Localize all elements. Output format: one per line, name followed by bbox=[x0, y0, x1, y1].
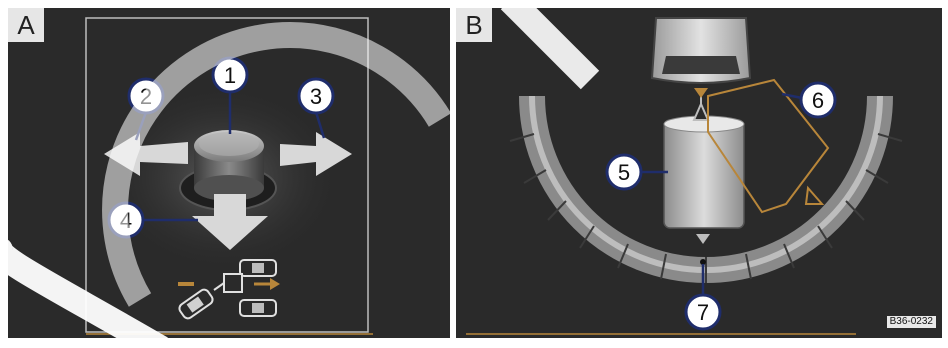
reference-code: B36-0232 bbox=[886, 316, 936, 328]
bottom-marker bbox=[696, 234, 710, 244]
callout-5: 5 bbox=[605, 153, 643, 191]
svg-text:6: 6 bbox=[812, 88, 824, 113]
own-vehicle bbox=[650, 17, 752, 84]
panel-label-b: B bbox=[456, 8, 492, 42]
panel-label-a: A bbox=[8, 8, 44, 42]
detected-object bbox=[663, 101, 745, 229]
callout-6: 6 bbox=[799, 81, 837, 119]
svg-text:5: 5 bbox=[618, 160, 630, 185]
svg-text:3: 3 bbox=[310, 84, 322, 109]
svg-text:4: 4 bbox=[120, 208, 132, 233]
svg-text:2: 2 bbox=[140, 84, 152, 109]
panel-b-illustration: 5 6 7 bbox=[466, 17, 903, 335]
panel-b: B bbox=[456, 8, 942, 338]
callout-3: 3 bbox=[297, 77, 335, 115]
callout-7: 7 bbox=[684, 293, 722, 331]
svg-text:1: 1 bbox=[224, 63, 236, 88]
top-marker bbox=[694, 88, 708, 98]
panel-a: A bbox=[8, 8, 450, 338]
sensor-arc bbox=[509, 95, 903, 283]
callout-4: 4 bbox=[107, 201, 145, 239]
panel-a-illustration: 1 2 3 4 bbox=[85, 17, 373, 335]
sensor-dot bbox=[700, 259, 706, 265]
callout-1: 1 bbox=[211, 56, 249, 94]
projected-path-outline bbox=[707, 78, 830, 214]
callout-2: 2 bbox=[127, 77, 165, 115]
orange-arrow-head bbox=[270, 278, 280, 290]
svg-text:7: 7 bbox=[697, 300, 709, 325]
